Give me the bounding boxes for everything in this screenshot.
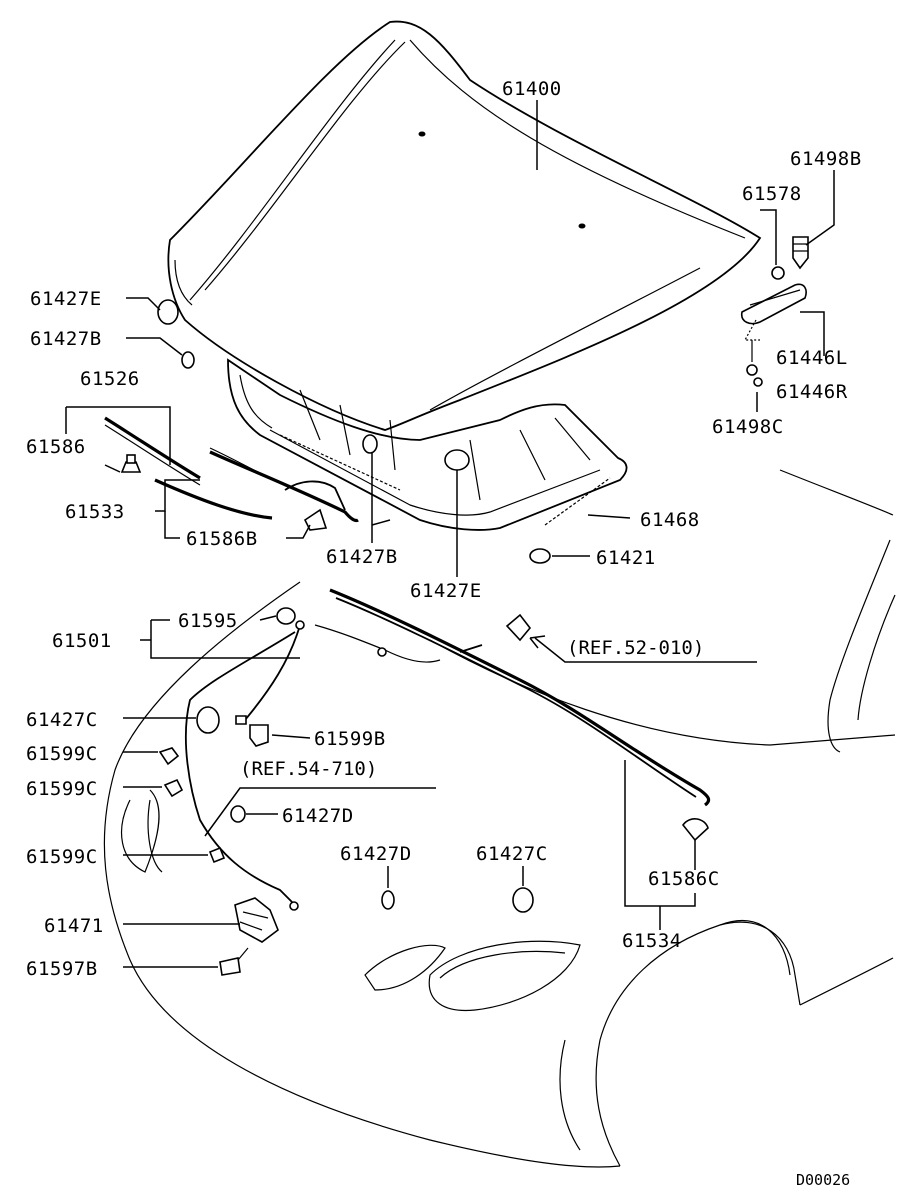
label-61498c: 61498C [712,416,784,438]
hood-panel [167,20,762,531]
hood-seal-61534 [329,588,711,807]
label-61427c-left: 61427C [26,709,98,731]
small-parts [120,299,709,976]
label-61586: 61586 [26,436,86,458]
label-61534: 61534 [622,930,682,952]
label-61427d-1: 61427D [282,805,354,827]
label-61427b-top: 61427B [30,328,102,350]
label-61427e-mid: 61427E [410,580,482,602]
label-ref-54-710: (REF.54-710) [240,758,377,780]
label-61595: 61595 [178,610,238,632]
label-61498b: 61498B [790,148,862,170]
leader-lines [65,100,835,968]
label-61468: 61468 [640,509,700,531]
label-61599c-2: 61599C [26,778,98,800]
label-61446l: 61446L [776,347,848,369]
hood-hinge-assembly [740,236,809,387]
diagram-code: D00026 [796,1171,850,1187]
label-61586c: 61586C [648,868,720,890]
label-61599c-3: 61599C [26,846,98,868]
label-61526: 61526 [80,368,140,390]
release-cable [185,620,483,909]
label-61400: 61400 [502,78,562,100]
label-61599c-1: 61599C [26,743,98,765]
hood-seal-strips [104,416,359,523]
label-61533: 61533 [65,501,125,523]
label-61471: 61471 [44,915,104,937]
label-61586b: 61586B [186,528,258,550]
label-61421: 61421 [596,547,656,569]
label-61597b: 61597B [26,958,98,980]
label-61501: 61501 [52,630,112,652]
label-61427b-mid: 61427B [326,546,398,568]
label-61599b: 61599B [314,728,386,750]
label-61427d-2: 61427D [340,843,412,865]
label-61578: 61578 [742,183,802,205]
callout-labels: 61400 61498B 61578 61427E 61427B 61526 6… [26,78,862,1187]
label-61427e-top: 61427E [30,288,102,310]
car-body-outline [103,469,896,1168]
label-ref-52-010: (REF.52-010) [567,637,704,659]
label-61427c-2: 61427C [476,843,548,865]
label-61446r: 61446R [776,381,848,403]
